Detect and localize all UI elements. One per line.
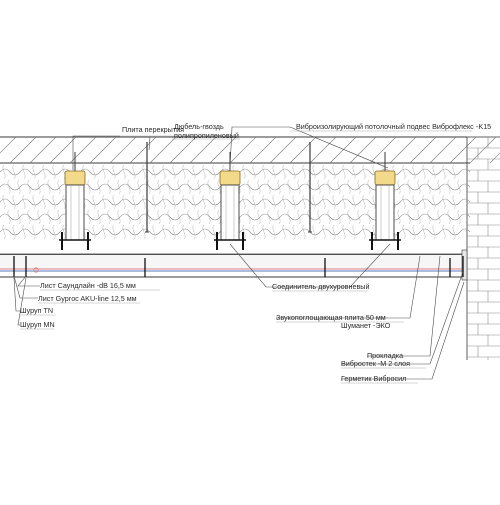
label-hanger: Виброизолирующий потолочный подвес Вибро… — [296, 122, 474, 131]
leader-line — [72, 135, 120, 170]
callout-labels: Плита перекрытия Дюбель-гвоздь полипропи… — [20, 122, 491, 383]
wool-loops — [7, 179, 461, 195]
label-gasket-2: Вибростек -М 2 слоя — [341, 359, 410, 368]
label-connector: Соединитель двухуровневый — [272, 282, 369, 291]
leader-line — [276, 255, 421, 319]
leader-line — [341, 281, 465, 380]
wool-loops — [2, 164, 456, 180]
hanger-rubber-block — [64, 170, 86, 186]
label-gyproc: Лист Gyproc AKU-line 12,5 мм — [38, 294, 137, 303]
edge-gasket — [461, 249, 468, 281]
vibroflex-hanger — [59, 152, 91, 250]
leader-lines — [13, 126, 472, 384]
dowel-nail — [145, 142, 149, 233]
leader-line — [341, 271, 464, 365]
screw-head-mark — [33, 267, 39, 273]
leader-line — [289, 126, 389, 169]
label-slab: Плита перекрытия — [122, 125, 184, 134]
label-dowel-2: полипропиленовый — [174, 131, 239, 140]
side-wall — [466, 136, 500, 360]
label-sealant: Герметик Вибросил — [341, 374, 406, 383]
leader-line — [148, 136, 172, 151]
hanger-profile — [375, 184, 395, 241]
screws-group — [13, 256, 464, 277]
dowels-group — [145, 142, 312, 233]
leader-line — [13, 277, 20, 312]
hanger-profile — [65, 184, 85, 241]
hangers-group — [59, 152, 401, 250]
leader-line — [229, 243, 272, 288]
leader-line — [17, 275, 40, 287]
slab-hatch — [0, 136, 500, 164]
label-board-2: Шуманет -ЭКО — [341, 321, 391, 330]
soundline-sheet — [0, 255, 462, 269]
wool-loops — [2, 194, 456, 210]
label-screw-mn: Шуруп MN — [20, 320, 55, 329]
label-dowel-1: Дюбель-гвоздь — [174, 122, 224, 131]
leader-line — [17, 277, 27, 326]
floor-slab — [0, 136, 500, 164]
label-hanger-code: -K15 — [476, 122, 491, 131]
leader-line — [272, 243, 391, 288]
hanger-rubber-block — [219, 170, 241, 186]
label-screw-tn: Шуруп TN — [20, 306, 53, 315]
label-soundline: Лист Саундлайн -dB 16,5 мм — [40, 281, 136, 290]
leader-line — [367, 255, 441, 357]
vibroflex-hanger — [369, 152, 401, 250]
label-gasket-1: Прокладка — [367, 351, 403, 360]
leader-line — [13, 275, 38, 299]
leader-line — [229, 126, 290, 169]
ceiling-boards — [0, 249, 468, 281]
wool-loops — [2, 224, 456, 240]
dowel-nail — [308, 142, 312, 233]
hanger-rubber-block — [374, 170, 396, 186]
label-board-1: Звукопоглощающая плита 50 мм — [276, 313, 386, 322]
vibroflex-hanger — [214, 152, 246, 250]
hanger-profile — [220, 184, 240, 241]
wool-loops — [7, 209, 461, 225]
wall-bricks — [467, 136, 500, 360]
